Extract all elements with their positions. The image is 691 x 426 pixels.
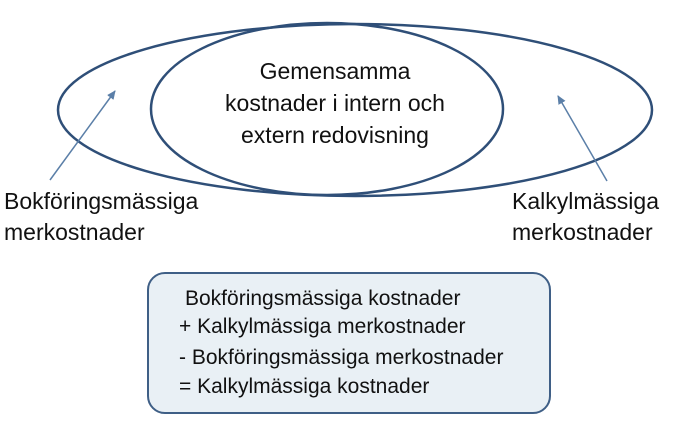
right-label: Kalkylmässiga merkostnader bbox=[512, 186, 659, 248]
center-label-line: kostnader i intern och bbox=[225, 90, 445, 116]
formula-line: Bokföringsmässiga kostnader bbox=[185, 287, 461, 310]
left-label-line: Bokföringsmässiga bbox=[4, 188, 199, 214]
right-label-line: Kalkylmässiga bbox=[512, 188, 659, 214]
right-arrow bbox=[557, 95, 608, 182]
right-label-line: merkostnader bbox=[512, 219, 653, 245]
formula-box: Bokföringsmässiga kostnader + Kalkylmäss… bbox=[147, 272, 551, 414]
center-label-line: extern redovisning bbox=[241, 122, 429, 148]
left-label: Bokföringsmässiga merkostnader bbox=[4, 186, 198, 248]
center-label: Gemensamma kostnader i intern och extern… bbox=[190, 55, 480, 151]
inner-ellipse bbox=[149, 21, 505, 197]
formula-line: - Bokföringsmässiga merkostnader bbox=[179, 346, 504, 369]
center-label-line: Gemensamma bbox=[259, 58, 411, 84]
left-arrow bbox=[49, 90, 116, 181]
formula-line: = Kalkylmässiga kostnader bbox=[179, 375, 430, 398]
formula-line: + Kalkylmässiga merkostnader bbox=[179, 315, 466, 338]
left-label-line: merkostnader bbox=[4, 219, 145, 245]
